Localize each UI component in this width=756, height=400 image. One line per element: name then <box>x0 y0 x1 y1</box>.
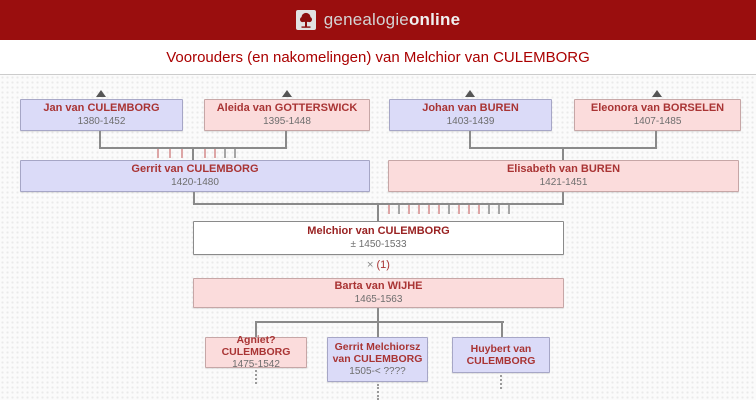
person-box-gerrit-van-culemborg[interactable]: Gerrit van CULEMBORG 1420-1480 <box>20 160 370 192</box>
person-name: Johan van BUREN <box>422 102 519 114</box>
person-box-agniet-culemborg[interactable]: Agniet? CULEMBORG 1475-1542 <box>205 334 307 370</box>
person-box-barta-van-wijhe[interactable]: Barta van WIJHE 1465-1563 <box>193 278 564 308</box>
connector-line <box>377 321 379 337</box>
person-dates: 1395-1448 <box>263 116 311 127</box>
person-box-jan-van-culemborg[interactable]: Jan van CULEMBORG 1380-1452 <box>20 99 183 131</box>
expand-ancestors-icon[interactable] <box>96 90 106 97</box>
expand-ancestors-icon[interactable] <box>465 90 475 97</box>
family-tree-canvas: Jan van CULEMBORG 1380-1452 Aleida van G… <box>0 75 756 400</box>
person-dates: 1505-< ???? <box>349 366 406 377</box>
sibling-tick <box>478 205 480 214</box>
person-dates: ± 1450-1533 <box>350 239 407 250</box>
title-bar: Voorouders (en nakomelingen) van Melchio… <box>0 40 756 75</box>
brand-text-bold: online <box>408 10 461 29</box>
person-box-melchior-van-culemborg[interactable]: Melchior van CULEMBORG ± 1450-1533 <box>193 221 564 255</box>
connector-line <box>562 147 564 161</box>
sibling-tick <box>214 149 216 158</box>
brand-text-regular: genealogie <box>323 10 409 29</box>
person-box-johan-van-buren[interactable]: Johan van BUREN 1403-1439 <box>389 99 552 131</box>
sibling-tick <box>234 149 236 158</box>
connector-line <box>193 192 195 205</box>
connector-line <box>99 131 101 148</box>
site-header: genealogieonline <box>0 0 756 40</box>
person-box-aleida-van-gotterswick[interactable]: Aleida van GOTTERSWICK 1395-1448 <box>204 99 370 131</box>
connector-line <box>255 321 257 337</box>
descendants-dotted-line <box>255 370 257 384</box>
sibling-tick <box>468 205 470 214</box>
expand-ancestors-icon[interactable] <box>652 90 662 97</box>
person-name: Barta van WIJHE <box>334 280 423 292</box>
person-dates: 1465-1563 <box>354 294 403 305</box>
connector-line <box>469 131 471 148</box>
sibling-tick <box>157 149 159 158</box>
person-name: Jan van CULEMBORG <box>43 102 160 114</box>
sibling-tick <box>169 149 171 158</box>
person-name: Huybert van CULEMBORG <box>466 343 536 367</box>
person-dates: 1475-1542 <box>232 359 280 370</box>
person-dates: 1407-1485 <box>633 116 682 127</box>
person-name: Gerrit van CULEMBORG <box>131 163 259 175</box>
descendants-dotted-line <box>500 375 502 389</box>
person-box-elisabeth-van-buren[interactable]: Elisabeth van BUREN 1421-1451 <box>388 160 739 192</box>
marriage-number: (1) <box>376 259 390 271</box>
brand-logo[interactable]: genealogieonline <box>324 10 460 30</box>
sibling-tick <box>408 205 410 214</box>
sibling-tick <box>204 149 206 158</box>
person-name: Eleonora van BORSELEN <box>590 102 725 114</box>
person-box-gerrit-melchiorsz-van-culemborg[interactable]: Gerrit Melchiorsz van CULEMBORG 1505-< ?… <box>327 337 428 382</box>
person-name: Gerrit Melchiorsz van CULEMBORG <box>332 341 423 365</box>
connector-line <box>562 192 564 205</box>
connector-line <box>285 131 287 148</box>
person-dates: 1380-1452 <box>77 116 126 127</box>
sibling-tick <box>438 205 440 214</box>
sibling-tick <box>224 149 226 158</box>
marriage-symbol-icon: × <box>367 259 374 271</box>
person-box-huybert-van-culemborg[interactable]: Huybert van CULEMBORG <box>452 337 550 373</box>
person-name: Aleida van GOTTERSWICK <box>216 102 358 114</box>
connector-line <box>377 308 379 322</box>
connector-line <box>655 131 657 148</box>
connector-line <box>377 203 379 221</box>
sibling-tick <box>418 205 420 214</box>
descendants-dotted-line <box>377 384 379 400</box>
marriage-indicator: × (1) <box>193 259 564 271</box>
connector-line <box>192 147 194 161</box>
person-name: Agniet? CULEMBORG <box>221 334 291 358</box>
sibling-tick <box>398 205 400 214</box>
sibling-tick <box>448 205 450 214</box>
person-dates: 1403-1439 <box>446 116 495 127</box>
person-box-eleonora-van-borselen[interactable]: Eleonora van BORSELEN 1407-1485 <box>574 99 741 131</box>
expand-ancestors-icon[interactable] <box>282 90 292 97</box>
person-name: Melchior van CULEMBORG <box>307 225 450 237</box>
sibling-tick <box>508 205 510 214</box>
tree-icon[interactable] <box>295 10 316 30</box>
sibling-tick <box>428 205 430 214</box>
sibling-tick <box>458 205 460 214</box>
person-dates: 1420-1480 <box>171 177 219 188</box>
sibling-tick <box>181 149 183 158</box>
sibling-tick <box>498 205 500 214</box>
connector-line <box>501 321 503 337</box>
sibling-tick <box>388 205 390 214</box>
page-title: Voorouders (en nakomelingen) van Melchio… <box>166 48 590 66</box>
person-name: Elisabeth van BUREN <box>506 163 621 175</box>
connector-line <box>255 321 504 323</box>
person-dates: 1421-1451 <box>539 177 588 188</box>
sibling-tick <box>488 205 490 214</box>
